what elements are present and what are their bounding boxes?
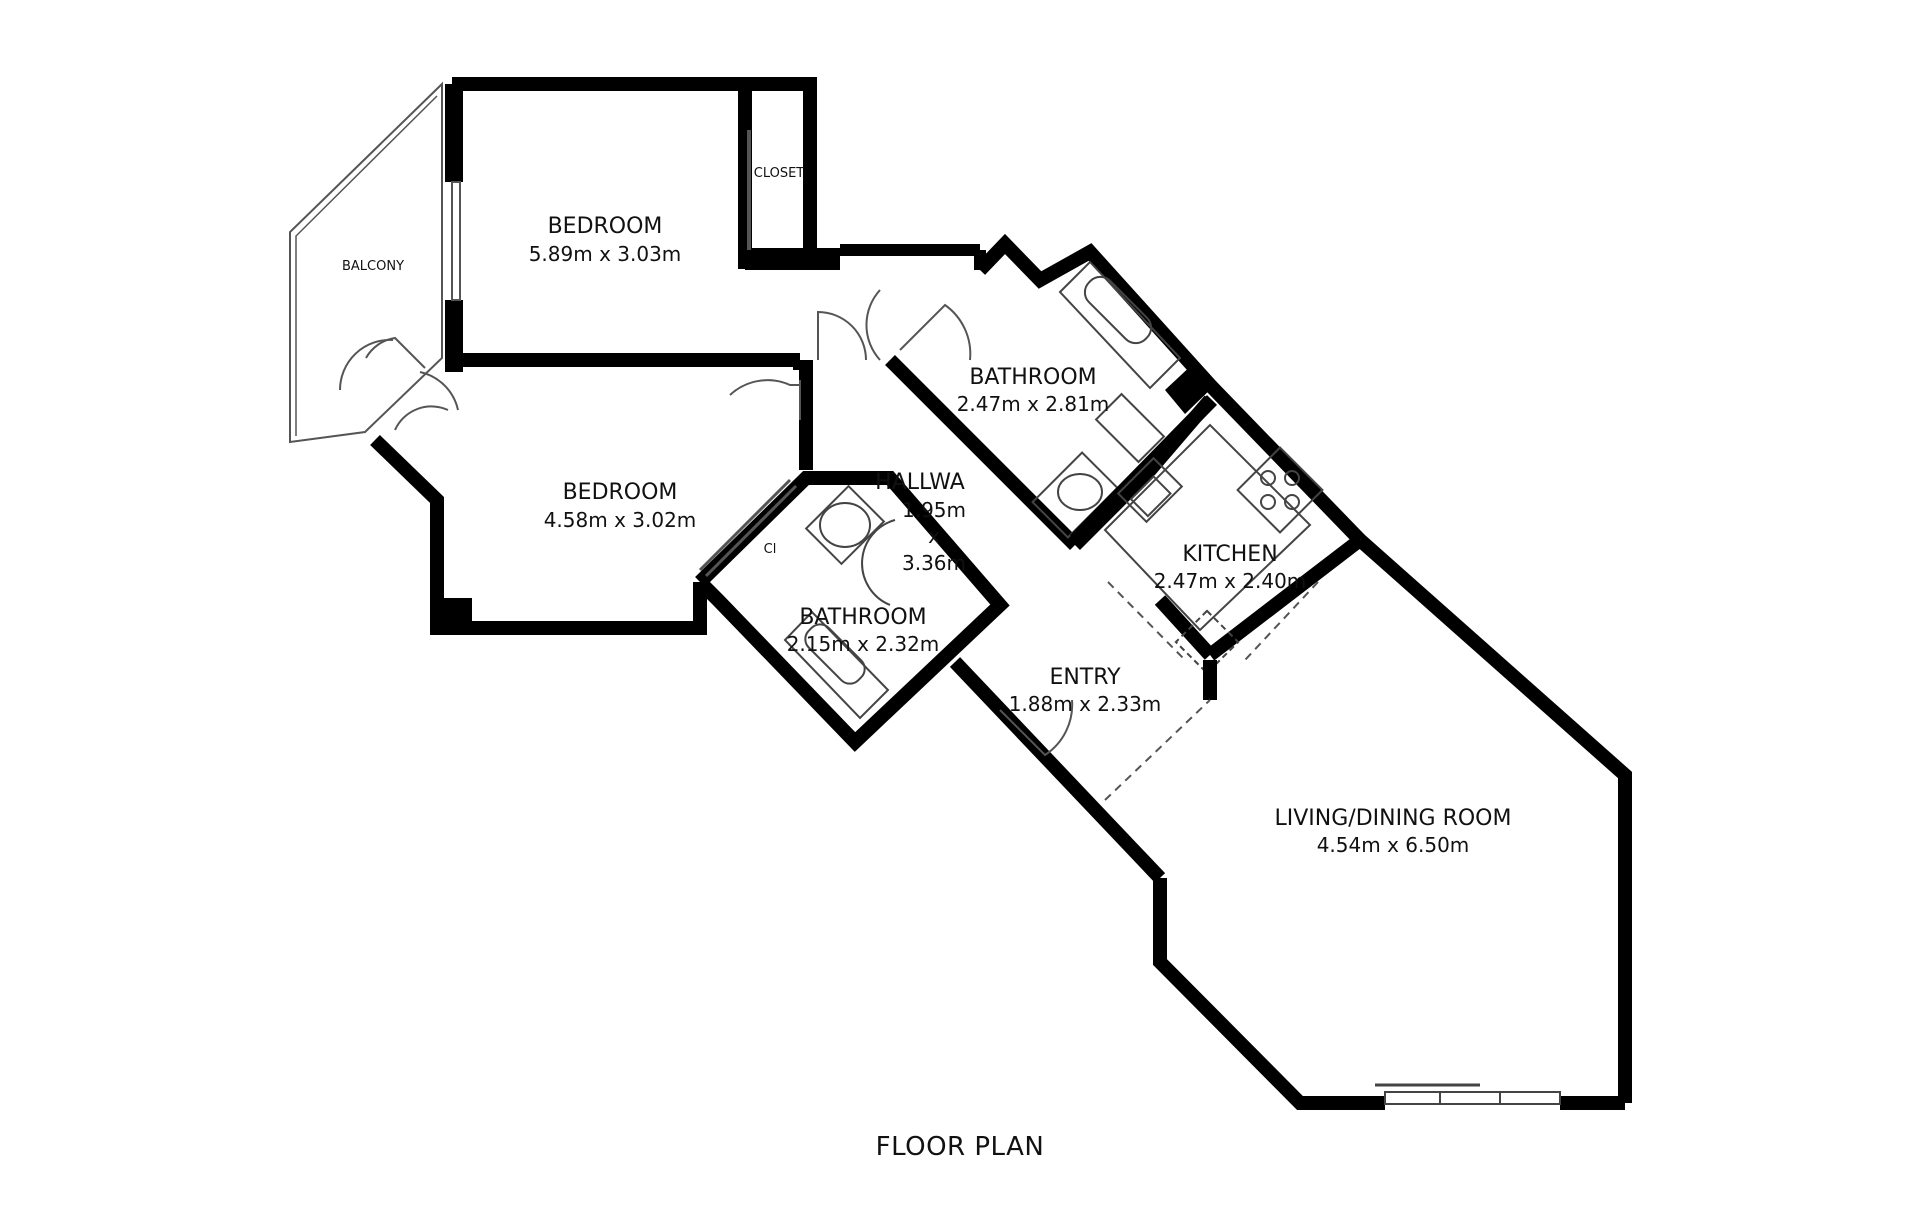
balcony-outline bbox=[289, 81, 443, 444]
entry-door bbox=[999, 699, 1074, 757]
bedroom-1-dims: 5.89m x 3.03m bbox=[529, 242, 682, 266]
floor-plan-caption: FLOOR PLAN bbox=[876, 1132, 1045, 1162]
kitchen-name: KITCHEN bbox=[1182, 542, 1277, 567]
kitchen-walls bbox=[1069, 380, 1366, 661]
living-room-walls bbox=[1153, 534, 1632, 1110]
living-room-name: LIVING/DINING ROOM bbox=[1275, 806, 1512, 831]
bathroom-1-name: BATHROOM bbox=[969, 365, 1096, 390]
closet-label: CLOSET bbox=[754, 166, 805, 181]
hallway-dim-3: 3.36m bbox=[902, 551, 966, 575]
hallway-dim-2: x bbox=[928, 524, 940, 548]
kitchen-counters bbox=[1103, 423, 1324, 675]
kitchen-openings bbox=[1107, 581, 1319, 661]
balcony-doors bbox=[338, 336, 459, 431]
bathroom-1-door bbox=[899, 303, 972, 361]
hallway-dim-1: 1.95m bbox=[902, 498, 966, 522]
bedroom-2-dims: 4.58m x 3.02m bbox=[544, 508, 697, 532]
bathroom-2-walls bbox=[695, 471, 1010, 752]
bathroom-2-name: BATHROOM bbox=[799, 605, 926, 630]
kitchen-dims: 2.47m x 2.40m bbox=[1154, 569, 1307, 593]
balcony-outline-inner bbox=[295, 95, 438, 436]
bedroom-1-wall-block bbox=[445, 90, 463, 182]
cl-closet bbox=[698, 478, 798, 578]
bathroom-2-dims: 2.15m x 2.32m bbox=[787, 632, 940, 656]
bathroom-2-fixtures bbox=[783, 484, 896, 720]
living-room-dims: 4.54m x 6.50m bbox=[1317, 833, 1470, 857]
bedroom-1-name: BEDROOM bbox=[548, 214, 663, 239]
hallway-name: HALLWA bbox=[875, 470, 965, 495]
balcony-window bbox=[451, 181, 461, 301]
cl-label: Cl bbox=[764, 542, 777, 557]
entry-opening bbox=[1104, 699, 1211, 801]
closet-block bbox=[745, 248, 840, 270]
balcony-label: BALCONY bbox=[342, 259, 404, 274]
entry-walls bbox=[949, 657, 1217, 883]
bedroom-2-corner-block bbox=[432, 598, 472, 630]
bathroom-1-wall-block bbox=[1165, 362, 1215, 414]
bedroom-2-name: BEDROOM bbox=[563, 480, 678, 505]
bedroom-1-wall-block-2 bbox=[445, 300, 463, 372]
hallway-doors bbox=[729, 289, 881, 420]
entry-name: ENTRY bbox=[1049, 665, 1121, 690]
entry-dims: 1.88m x 2.33m bbox=[1009, 692, 1162, 716]
bathroom-1-bathtub bbox=[1058, 260, 1182, 390]
living-room-window bbox=[1375, 1083, 1561, 1105]
bathroom-1-dims: 2.47m x 2.81m bbox=[957, 392, 1110, 416]
